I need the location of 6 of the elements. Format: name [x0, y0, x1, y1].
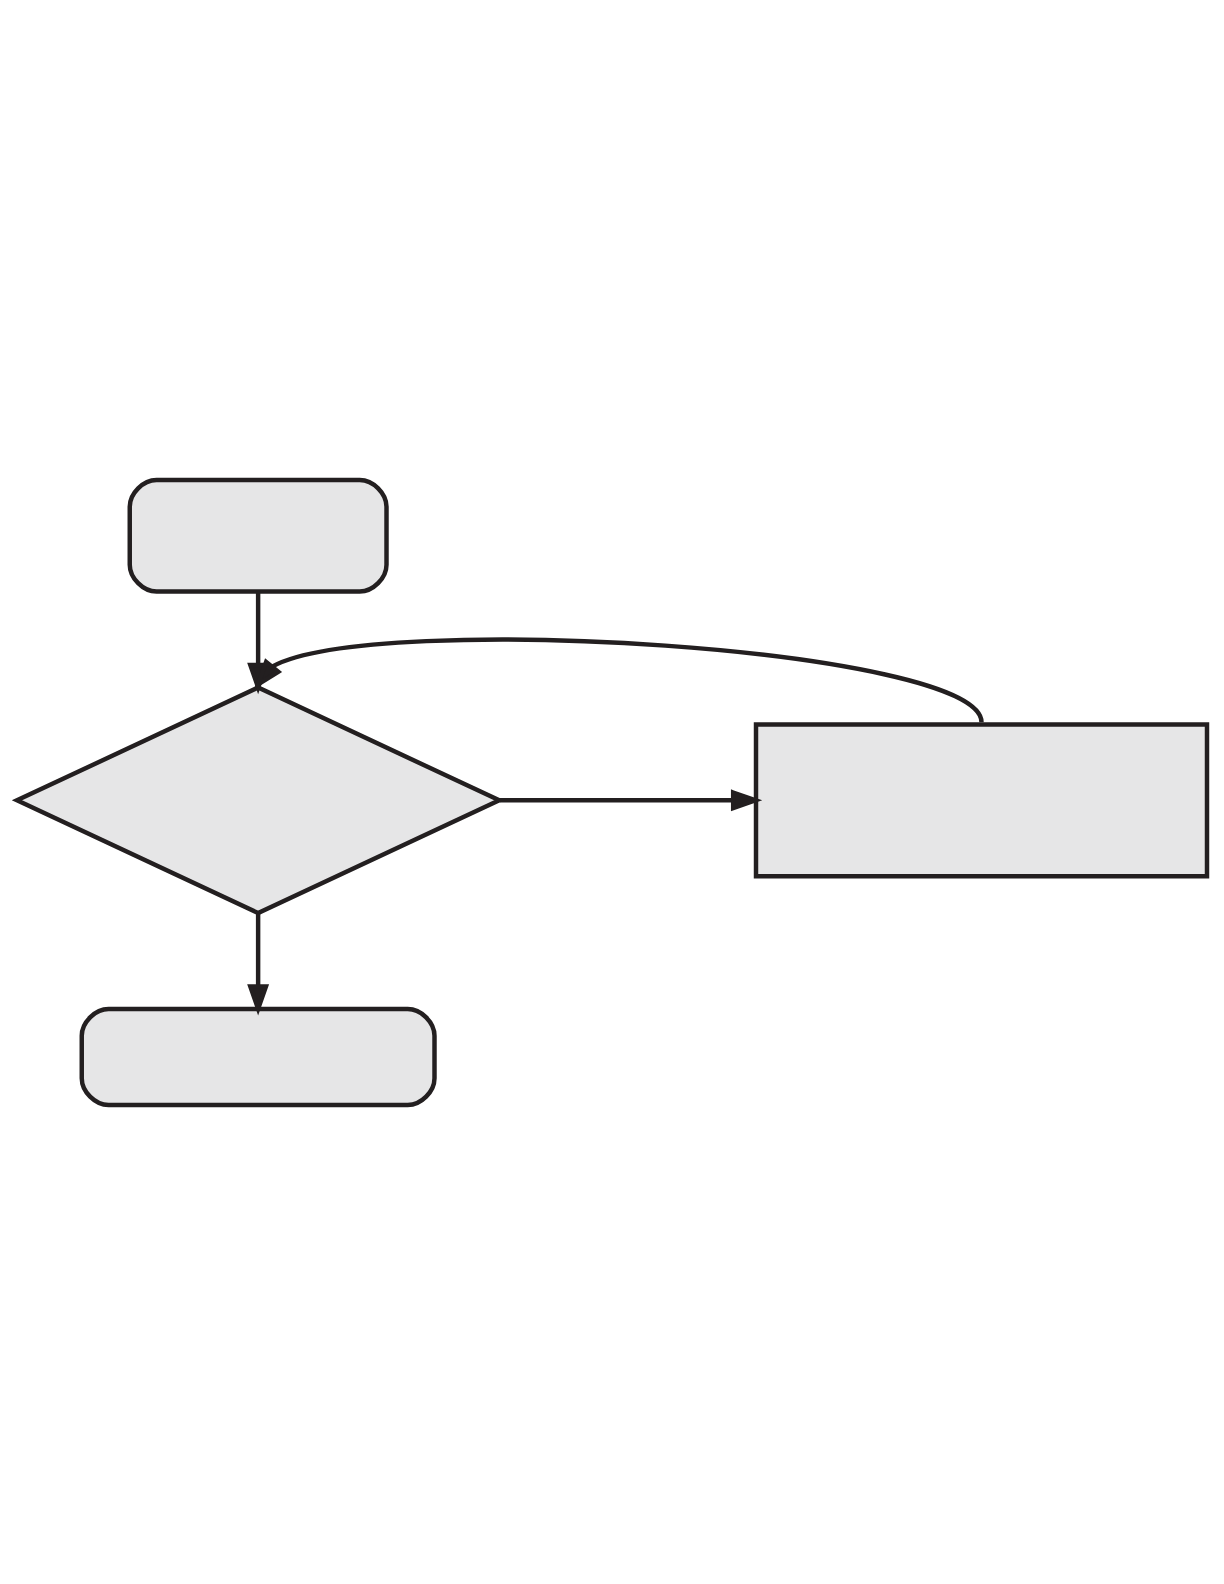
node-box — [79, 1006, 437, 1107]
arrow — [499, 788, 763, 811]
arrow — [253, 636, 984, 723]
node-box — [753, 721, 1210, 878]
arrow — [247, 912, 270, 1016]
node-box — [127, 477, 389, 594]
